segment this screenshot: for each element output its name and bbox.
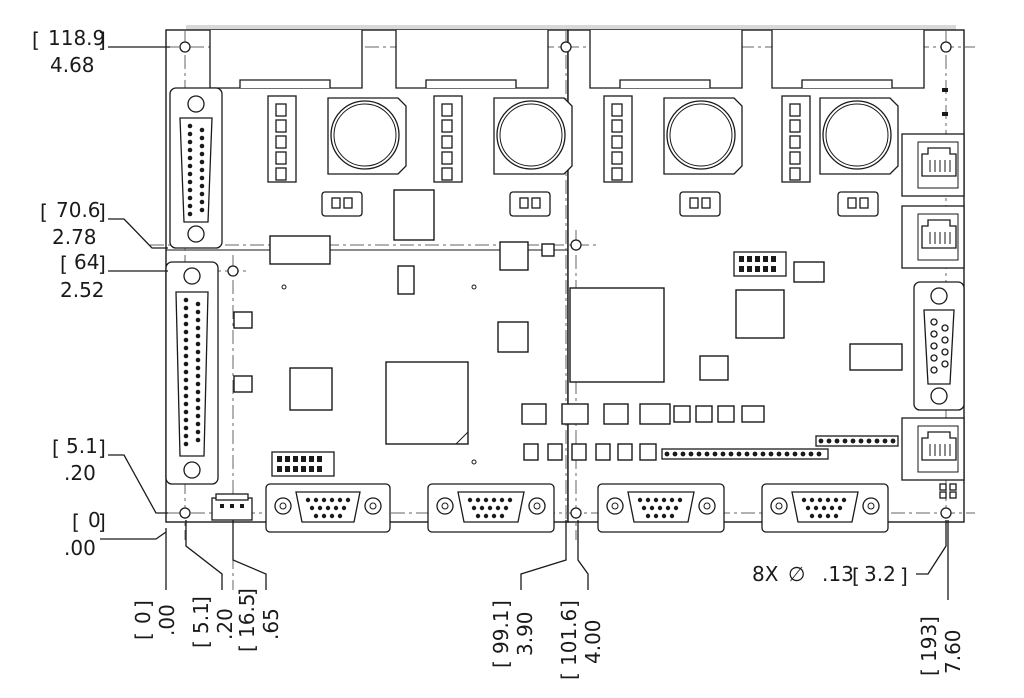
svg-text:.13: .13	[822, 562, 854, 586]
svg-text:[: [	[40, 200, 48, 224]
svg-text:193: 193	[917, 624, 941, 662]
svg-text:.00: .00	[64, 536, 96, 560]
svg-text:]: ]	[98, 28, 106, 52]
dim-label: [ 193 ] 7.60	[917, 616, 965, 676]
db9-connector	[913, 281, 965, 411]
rj45-jack	[901, 417, 965, 481]
svg-text:]: ]	[917, 616, 941, 624]
svg-text:[: [	[235, 644, 259, 652]
bottom-dimension-labels: [ 0 ] .00 [ 5.1 ] .20 [ 16.5 ] .65 [ 99.…	[131, 588, 965, 680]
dim-label: [ 99.1 ] 3.90	[489, 600, 537, 668]
hd15-connector	[761, 483, 889, 533]
svg-text:2.78: 2.78	[52, 225, 97, 249]
power-stage-3	[603, 95, 743, 217]
svg-text:[: [	[60, 252, 68, 276]
hd15-connector	[597, 483, 725, 533]
rj45-jack	[901, 133, 965, 197]
svg-text:]: ]	[557, 600, 581, 608]
dim-label: [ 70.6 ] 2.52 2.78	[40, 198, 106, 249]
svg-text:2.52: 2.52	[60, 278, 105, 302]
dim-label: [ 5.1 ] .20	[52, 434, 106, 485]
top-connector	[589, 30, 743, 89]
svg-text:]: ]	[98, 200, 106, 224]
status-leds	[939, 88, 957, 499]
mounting-holes	[179, 41, 952, 519]
svg-text:.20: .20	[213, 608, 237, 640]
dimension-leaders	[100, 46, 949, 600]
mounting-hole	[940, 41, 952, 53]
diameter-symbol: ∅	[788, 562, 805, 586]
mounting-hole	[179, 507, 191, 519]
top-power-connectors	[209, 30, 925, 89]
svg-text:[: [	[189, 640, 213, 648]
mounting-hole	[570, 507, 582, 519]
power-stage-1	[267, 95, 407, 217]
svg-text:64: 64	[74, 250, 99, 274]
mounting-hole	[179, 41, 191, 53]
svg-text:[: [	[32, 28, 40, 52]
dim-label: [ 0 ] .00	[64, 508, 106, 560]
left-dimension-labels: [ 118.9 ] 4.68 [ 70.6 ] 2.52 2.78 [ 64 ]…	[32, 26, 106, 560]
rj45-jack	[901, 205, 965, 269]
svg-text:]: ]	[189, 596, 213, 604]
svg-text:5.1: 5.1	[66, 434, 98, 458]
power-stage-2	[433, 95, 573, 217]
svg-text:8X: 8X	[752, 562, 779, 586]
svg-text:118.9: 118.9	[48, 26, 105, 50]
svg-text:16.5: 16.5	[235, 593, 259, 638]
svg-text:]: ]	[489, 600, 513, 608]
svg-text:[: [	[852, 564, 860, 588]
mounting-hole	[227, 265, 239, 277]
svg-text:]: ]	[98, 436, 106, 460]
db37-connector	[165, 261, 219, 485]
top-connector	[395, 30, 549, 89]
svg-text:.00: .00	[155, 604, 179, 636]
svg-text:]: ]	[98, 252, 106, 276]
svg-text:3.90: 3.90	[513, 611, 537, 656]
svg-text:[: [	[131, 632, 155, 640]
svg-text:[: [	[557, 672, 581, 680]
mounting-hole	[940, 507, 952, 519]
dim-label: [ 16.5 ] .65	[235, 588, 283, 652]
svg-text:4.00: 4.00	[581, 619, 605, 664]
power-stage-4	[781, 95, 899, 217]
svg-text:[: [	[489, 660, 513, 668]
svg-text:99.1: 99.1	[489, 609, 513, 654]
svg-text:4.68: 4.68	[50, 53, 95, 77]
dim-label: [ 0 ] .00	[131, 600, 179, 640]
svg-text:]: ]	[235, 588, 259, 596]
dim-label: [ 118.9 ] 4.68	[32, 26, 106, 77]
svg-text:[: [	[917, 668, 941, 676]
svg-text:]: ]	[131, 600, 155, 608]
mounting-hole	[570, 239, 582, 251]
svg-text:7.60: 7.60	[941, 629, 965, 674]
svg-text:[: [	[52, 436, 60, 460]
top-connector	[209, 30, 363, 89]
dim-label: [ 64 ] 2.52	[60, 250, 106, 302]
board-components	[233, 189, 903, 477]
svg-text:5.1: 5.1	[189, 602, 213, 634]
dim-label: [ 101.6 ] 4.00	[557, 600, 605, 680]
hd15-connector	[265, 483, 391, 533]
dim-label: [ 5.1 ] .20	[189, 596, 237, 648]
svg-text:0: 0	[88, 508, 101, 532]
mounting-hole	[560, 41, 572, 53]
small-header	[211, 493, 253, 521]
svg-text:[: [	[72, 510, 80, 534]
svg-text:]: ]	[900, 564, 908, 588]
svg-text:.65: .65	[259, 608, 283, 640]
svg-text:.20: .20	[64, 461, 96, 485]
hd15-connector	[427, 483, 555, 533]
svg-text:0: 0	[131, 611, 155, 624]
svg-text:]: ]	[98, 510, 106, 534]
svg-text:70.6: 70.6	[56, 198, 101, 222]
top-connector	[771, 30, 925, 89]
svg-text:101.6: 101.6	[557, 609, 581, 666]
hole-callout: 8X ∅ .13 [ 3.2 ]	[752, 562, 908, 588]
db25-connector	[169, 87, 223, 249]
svg-text:3.2: 3.2	[864, 562, 896, 586]
